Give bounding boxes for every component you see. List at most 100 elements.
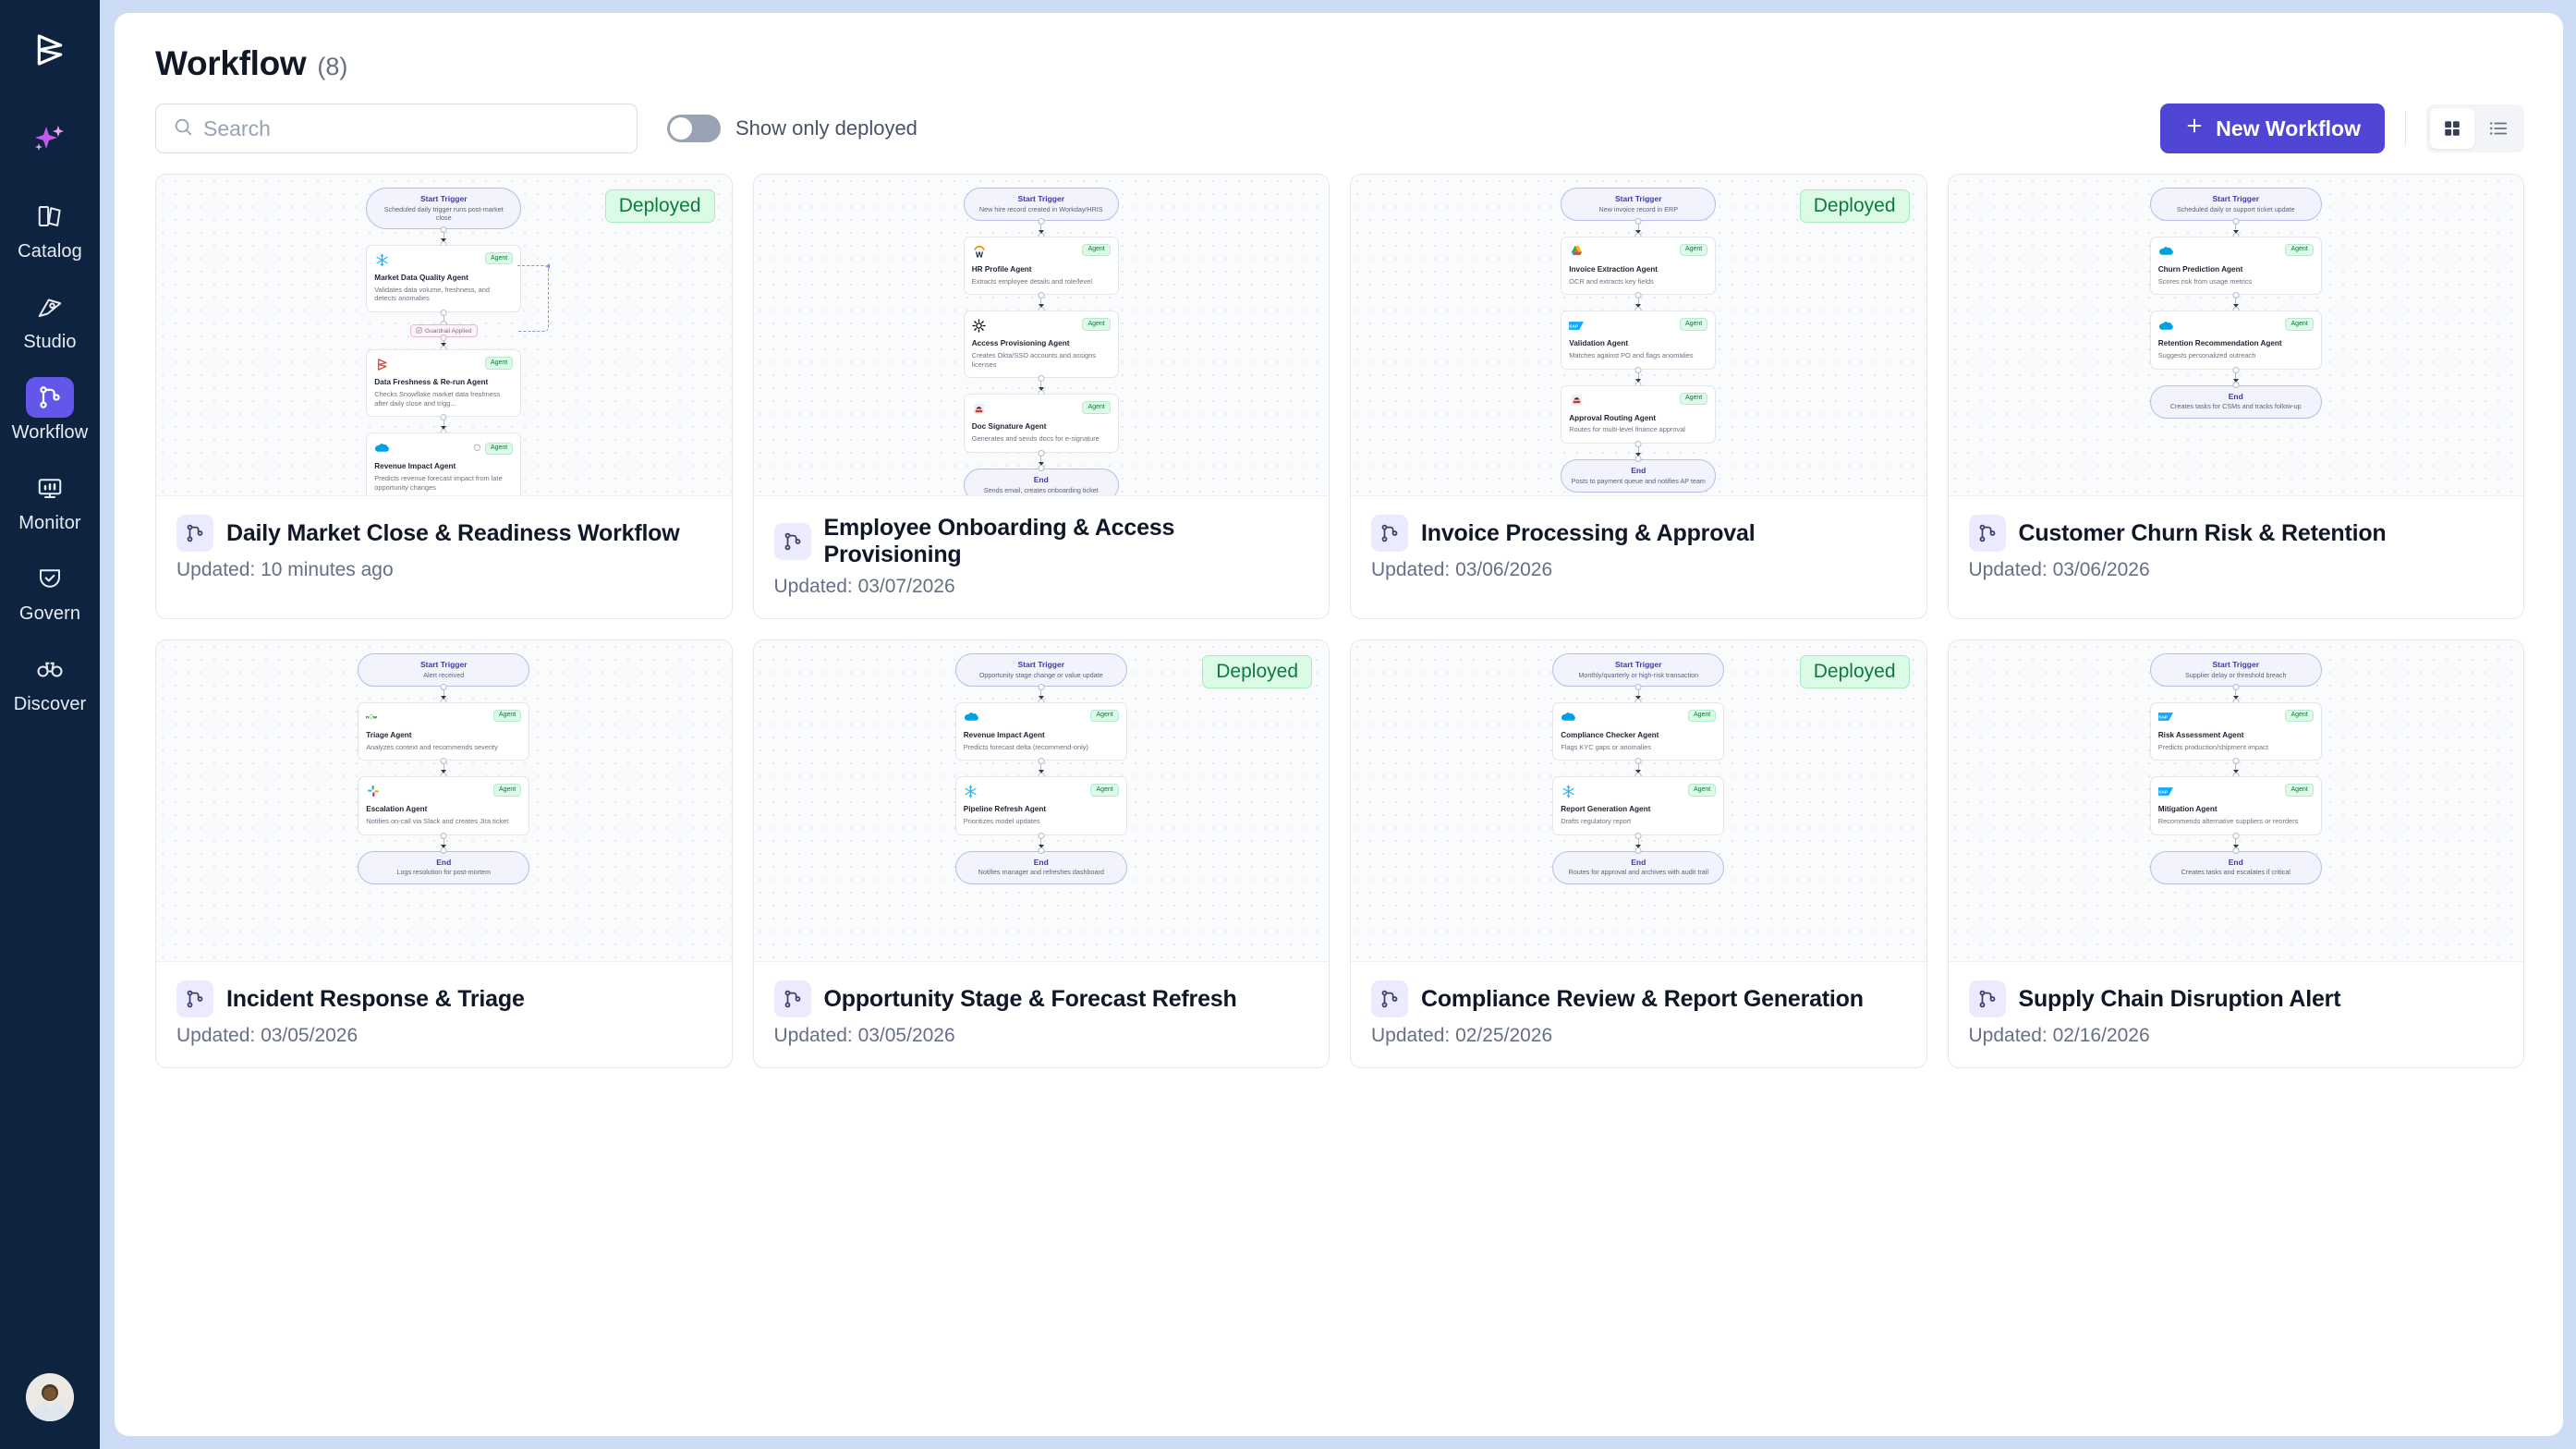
workflow-icon: [1371, 515, 1408, 552]
toolbar-divider: [2405, 111, 2406, 146]
workflow-icon: [176, 515, 213, 552]
sidebar-item-monitor[interactable]: Monitor: [9, 468, 91, 534]
flow-connector: [2232, 220, 2239, 237]
sidebar-item-studio[interactable]: Studio: [9, 286, 91, 353]
flow-node-desc: New hire record created in Workday/HRIS: [978, 204, 1103, 213]
sidebar-item-discover[interactable]: Discover: [9, 649, 91, 715]
flow-node-desc: Supplier delay or threshold breach: [2185, 670, 2287, 679]
sidebar-item-govern[interactable]: Govern: [9, 558, 91, 625]
sidebar-item-catalog[interactable]: Catalog: [9, 196, 91, 262]
status-badge: Deployed: [1799, 655, 1910, 688]
search-input[interactable]: [203, 116, 620, 141]
salesforce-logo-icon: [1561, 710, 1576, 724]
new-workflow-button[interactable]: New Workflow: [2160, 104, 2385, 153]
workflow-name: Daily Market Close & Readiness Workflow: [226, 519, 680, 546]
sidebar-item-workflow[interactable]: Workflow: [9, 377, 91, 444]
ai-sparkle-icon[interactable]: [24, 116, 76, 161]
flow-node-title: End: [2228, 391, 2243, 401]
workflow-updated: Updated: 10 minutes ago: [176, 559, 394, 580]
guardrail-check-icon: [416, 327, 422, 335]
flow-node-desc: Matches against PO and flags anomalies: [1569, 350, 1694, 359]
user-avatar[interactable]: [26, 1373, 74, 1421]
grid-view-icon[interactable]: [2430, 108, 2474, 149]
page-header: Workflow (8): [152, 44, 2526, 83]
brand-logo-icon[interactable]: [24, 24, 76, 76]
list-view-icon[interactable]: [2476, 108, 2521, 149]
plus-icon: [2184, 116, 2205, 141]
workflow-updated: Updated: 03/05/2026: [176, 1025, 358, 1046]
slack-logo-icon: [366, 784, 381, 798]
workflow-name: Customer Churn Risk & Retention: [2018, 519, 2387, 546]
flow-node-desc: Sends email, creates onboarding ticket: [983, 485, 1099, 494]
toolbar: Show only deployed New Workflow: [152, 104, 2526, 153]
agent-chip: Agent: [1679, 318, 1708, 331]
snowflake-logo-icon: [964, 784, 978, 798]
flow-connector: [1038, 295, 1044, 311]
flow-node-desc: Routes for approval and archives with au…: [1568, 868, 1708, 877]
svg-text:SAP: SAP: [2158, 715, 2169, 721]
flow-connector: [1635, 686, 1642, 702]
flow-connector: [1635, 444, 1642, 460]
deployed-filter: Show only deployed: [667, 115, 917, 142]
flow-node-title: End: [1033, 857, 1049, 867]
agent-chip: Agent: [2285, 318, 2314, 331]
search-box[interactable]: [155, 104, 638, 153]
workflow-updated: Updated: 03/06/2026: [1968, 559, 2150, 580]
agent-chip: Agent: [1082, 243, 1111, 257]
show-only-deployed-toggle[interactable]: [667, 115, 721, 142]
